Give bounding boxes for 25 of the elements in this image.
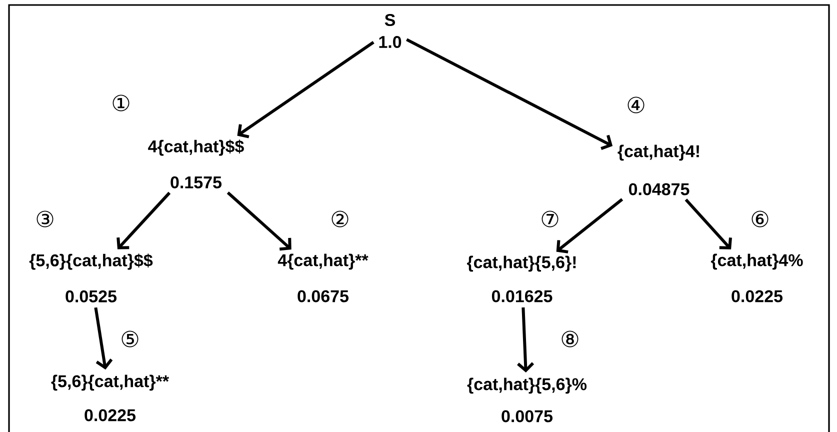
tree-node-label: {cat,hat}{5,6}% 0.0075 — [467, 378, 587, 422]
arrow — [237, 41, 374, 138]
circled-number: ④ — [628, 96, 644, 114]
tree-node-label: {cat,hat}4% 0.0225 — [710, 254, 803, 302]
circled-number: ① — [112, 94, 130, 112]
arrow — [556, 198, 624, 254]
tree-node-label: {5,6}{cat,hat}$$ 0.0525 — [29, 254, 153, 302]
tree-node-label: {5,6}{cat,hat}** 0.0225 — [51, 374, 170, 422]
circled-number: ⑥ — [752, 210, 768, 228]
tree-node-label: 4{cat,hat}** 0.0675 — [278, 254, 368, 302]
tree-node-label: 4{cat,hat}$$ 0.1575 — [148, 140, 244, 188]
arrow — [226, 191, 292, 251]
circled-number: ② — [332, 210, 348, 228]
circled-number: ③ — [36, 210, 54, 228]
tree-node-label: S 1.0 — [379, 14, 402, 48]
arrow — [94, 307, 113, 370]
arrow — [406, 38, 613, 150]
arrow — [116, 192, 171, 250]
arrow — [517, 307, 534, 373]
arrow — [684, 198, 732, 250]
tree-node-label: {cat,hat}{5,6}! 0.01625 — [467, 256, 576, 302]
circled-number: ⑦ — [542, 210, 558, 228]
circled-number: ⑧ — [562, 330, 578, 348]
circled-number: ⑤ — [122, 330, 138, 348]
tree-node-label: {cat,hat}4! 0.04875 — [618, 144, 699, 196]
